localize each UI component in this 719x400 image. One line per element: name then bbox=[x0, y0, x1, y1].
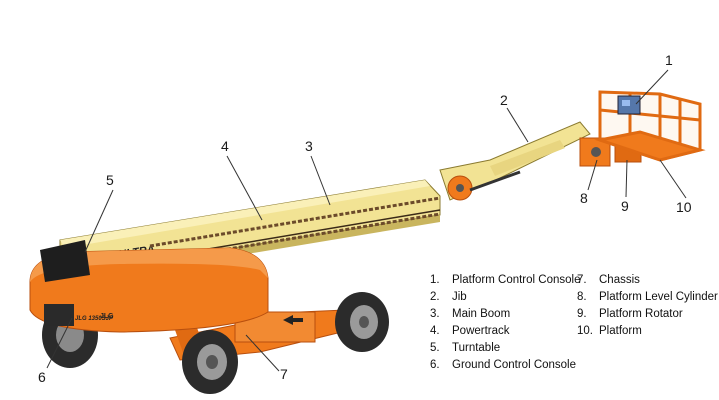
legend-item: 9.Platform Rotator bbox=[577, 308, 683, 320]
callout-3: 3 bbox=[305, 138, 313, 154]
legend-item: 7.Chassis bbox=[577, 274, 640, 286]
legend-item: 1.Platform Control Console bbox=[430, 274, 581, 286]
wheel-front-right bbox=[182, 330, 238, 394]
legend-item: 2.Jib bbox=[430, 291, 467, 303]
wheel-rear-right bbox=[335, 292, 389, 352]
callout-6: 6 bbox=[38, 369, 46, 385]
turntable: JLG bbox=[29, 240, 269, 333]
platform-control-console bbox=[617, 95, 641, 115]
legend-item: 5.Turntable bbox=[430, 342, 501, 354]
callout-9: 9 bbox=[621, 198, 629, 214]
callout-5: 5 bbox=[106, 172, 114, 188]
legend-item: 3.Main Boom bbox=[430, 308, 511, 320]
legend-item: 6.Ground Control Console bbox=[430, 359, 577, 371]
chassis-decal: JLG 1350SJP bbox=[75, 316, 114, 322]
turntable-decal: JLG bbox=[100, 313, 114, 320]
callout-7: 7 bbox=[280, 366, 288, 382]
callout-4: 4 bbox=[221, 138, 229, 154]
legend: 1.Platform Control Console 2.Jib 3.Main … bbox=[430, 274, 719, 384]
jib bbox=[439, 121, 591, 201]
callout-2: 2 bbox=[500, 92, 508, 108]
legend-item: 4.Powertrack bbox=[430, 325, 510, 337]
callout-1: 1 bbox=[665, 52, 673, 68]
leader-lines bbox=[46, 69, 687, 372]
callout-10: 10 bbox=[676, 199, 692, 215]
legend-item: 10.Platform bbox=[577, 325, 642, 337]
callout-8: 8 bbox=[580, 190, 588, 206]
legend-item: 8.Platform Level Cylinder bbox=[577, 291, 718, 303]
direction-arrow-icon bbox=[283, 315, 303, 325]
